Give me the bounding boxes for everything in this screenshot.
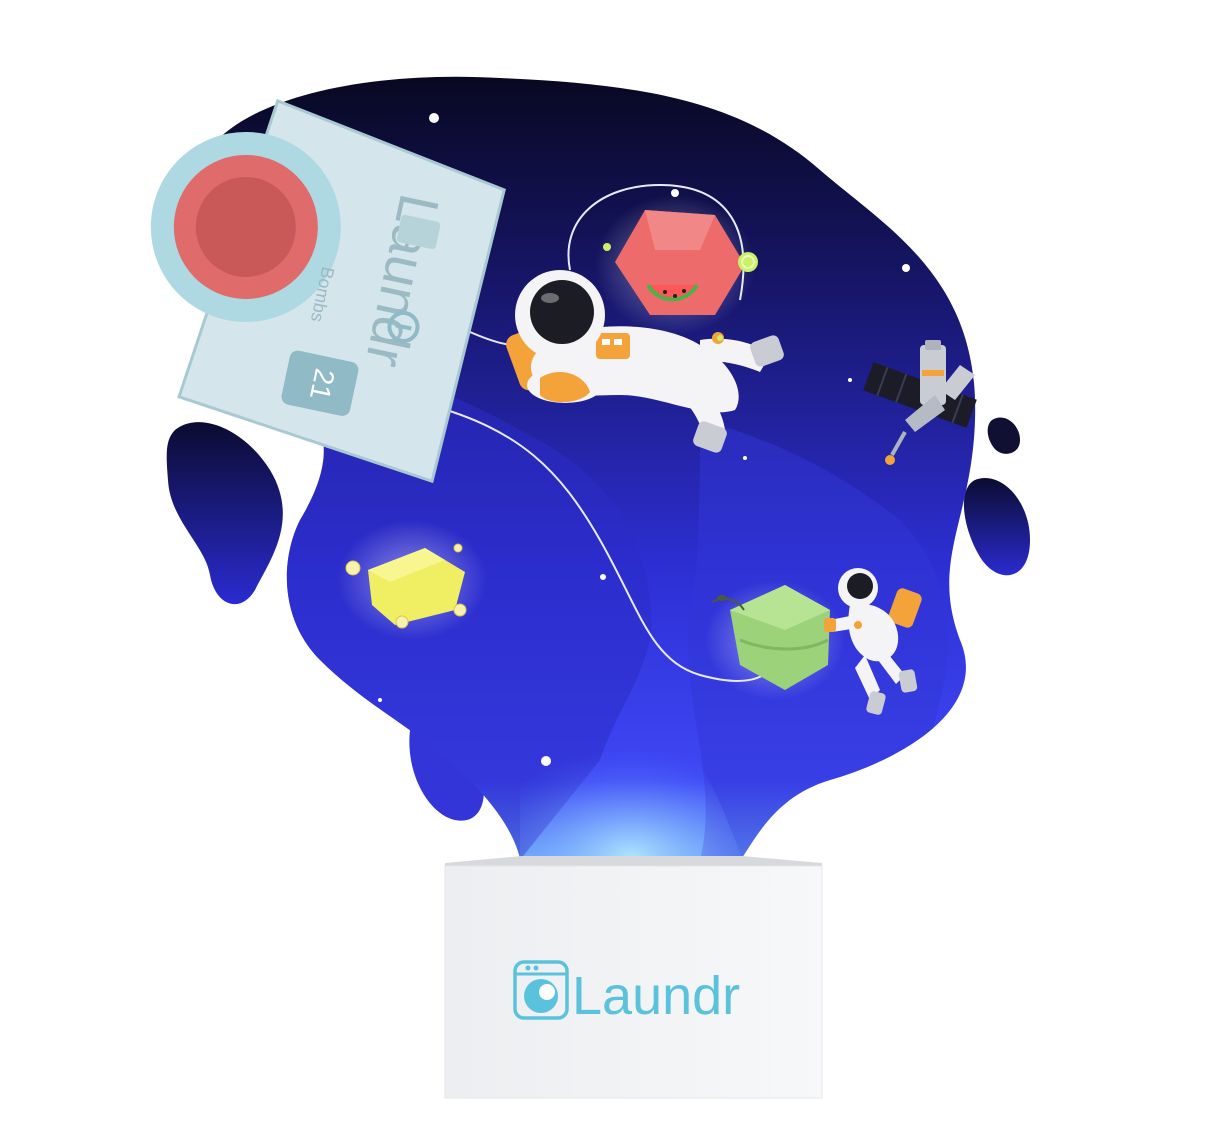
satellite-icon — [863, 340, 977, 465]
lemon-bomb-icon — [337, 520, 487, 640]
astronaut-large-icon — [506, 195, 784, 453]
laundr-packet: Laundr Bombs 21 — [150, 98, 506, 484]
watermelon-slice-icon — [650, 285, 695, 298]
brand-logo-text: Laundr — [572, 966, 740, 1026]
lime-slice-icon — [738, 252, 758, 272]
astronaut-small-icon — [705, 568, 922, 715]
right-ink-blob — [963, 478, 1030, 576]
left-ink-blob — [166, 422, 283, 605]
laundr-washer-logo-icon — [513, 960, 569, 1020]
flower-icon — [345, 543, 467, 629]
right-top-drop — [987, 417, 1020, 454]
laundr-box: Laundr — [444, 856, 823, 1099]
packet-count: 21 — [304, 366, 341, 403]
